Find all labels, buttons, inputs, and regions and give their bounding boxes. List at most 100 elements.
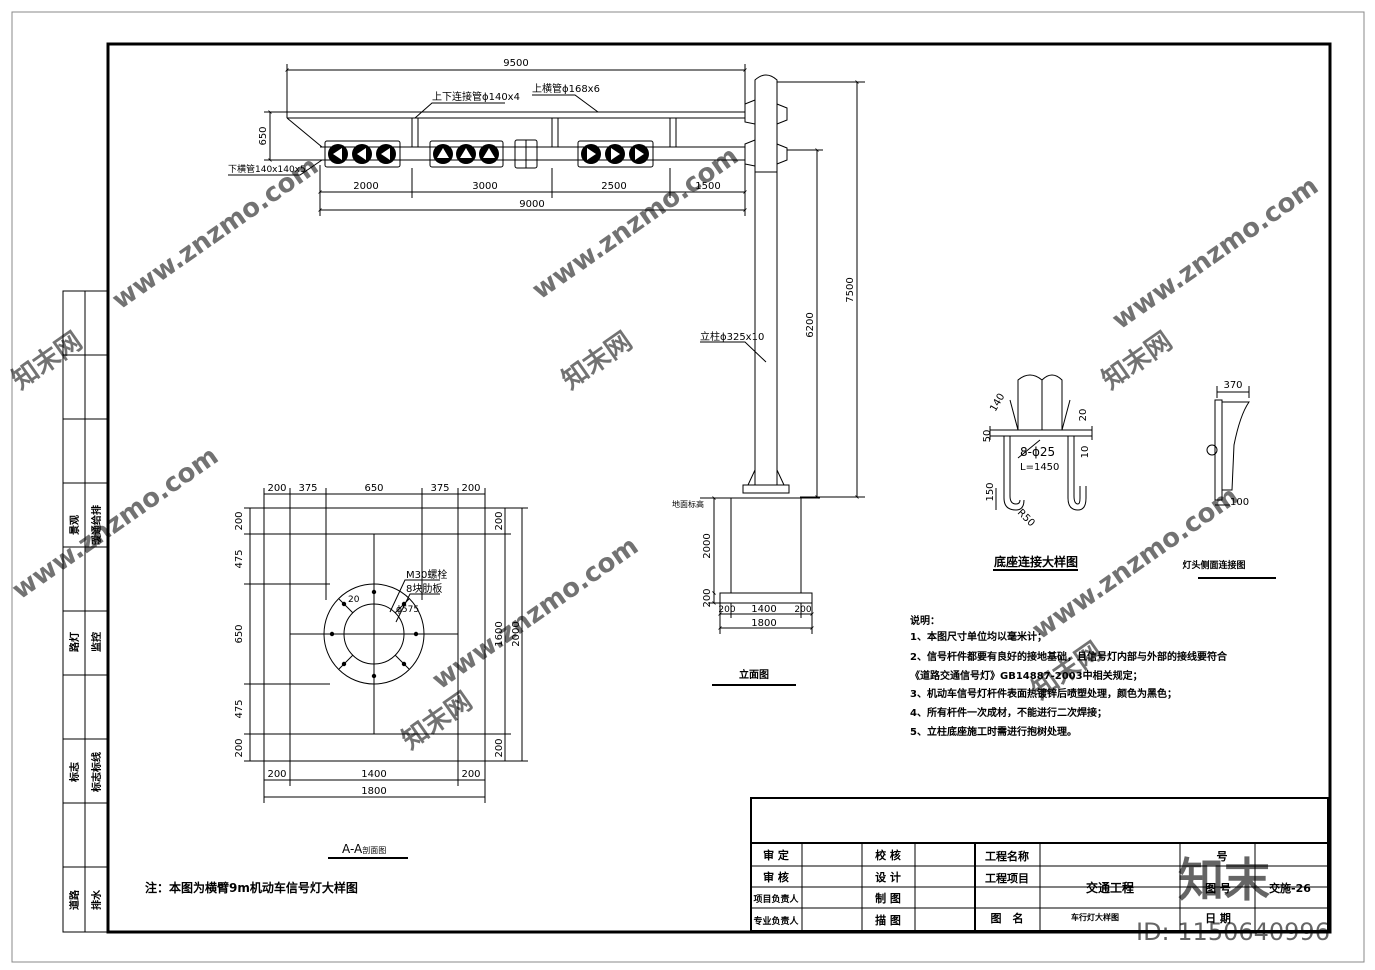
sec-top-dim-3: 650: [364, 483, 383, 494]
note-2: 2、信号杆件都要有良好的接地基础，且信号灯内部与外部的接线要符合: [910, 650, 1228, 663]
tb-project-item-value: 交通工程: [1086, 880, 1134, 895]
watermark-brand-2: 知末网: [557, 326, 638, 395]
sec-dim-20: 20: [348, 595, 360, 605]
lamp-detail: [1198, 386, 1276, 579]
strip-row1-a: 景观: [69, 515, 81, 535]
bolt-holes: [329, 589, 419, 679]
watermark-id: ID: 1150640996: [1136, 918, 1330, 946]
dim-seg-2500: 2500: [601, 181, 626, 192]
sec-left-dim-1: 200: [234, 511, 245, 530]
dim-base-seg-2: 1400: [751, 604, 776, 615]
sec-right-dim-2: 200: [494, 738, 505, 757]
tb-sheet-value: 交施-26: [1269, 881, 1311, 895]
dim-base-1800: 1800: [751, 618, 776, 629]
lamp-dim-100: 100: [1230, 497, 1249, 508]
base-detail: [989, 374, 1093, 571]
sec-bottom-dim-3: 200: [461, 769, 480, 780]
sec-left-dim-3: 650: [234, 624, 245, 643]
elevation-view: [700, 80, 865, 686]
lamp-detail-title: 灯头侧面连接图: [1182, 559, 1245, 571]
tb-date-label: 日 期: [1205, 911, 1231, 925]
tb-design: 设 计: [875, 870, 901, 884]
strip-row4-a: 道路: [68, 889, 81, 910]
base-dim-10: 10: [1080, 446, 1091, 459]
watermark-brand-1: 知末网: [7, 326, 88, 395]
tb-drawing-name-label: 图 名: [991, 911, 1024, 925]
base-dim-50: 50: [982, 430, 993, 443]
dim-base-seg-3: 200: [794, 605, 811, 615]
sec-top-dim-4: 375: [430, 483, 449, 494]
dim-9000: 9000: [519, 199, 544, 210]
tb-discipline-lead: 专业负责人: [753, 915, 799, 927]
sec-top-dim-2: 375: [298, 483, 317, 494]
left-arrow-lamps: [328, 144, 396, 164]
base-dim-150: 150: [985, 482, 996, 501]
sec-right-dim-1: 200: [494, 511, 505, 530]
section-view: [244, 488, 528, 859]
left-signature-strip: [62, 290, 109, 933]
watermark-site-3: www.znzmo.com: [1107, 171, 1324, 336]
note-3: 《道路交通信号灯》GB14887-2003中相关规定；: [910, 669, 1143, 682]
tb-trace: 描 图: [875, 913, 901, 927]
note-5: 4、所有杆件一次成材，不能进行二次焊接；: [910, 706, 1107, 719]
strip-row1-b: 暖通给排: [90, 505, 103, 545]
tb-approve: 审 定: [763, 848, 789, 862]
label-lower-pipe: 下横管140x140x5: [228, 163, 306, 175]
sec-right-2000: 2000: [511, 621, 522, 646]
base-dim-20: 20: [1078, 409, 1089, 422]
label-connector-pipe: 上下连接管ϕ140x4: [432, 90, 520, 103]
dim-base-200: 200: [702, 588, 713, 607]
dim-6200: 6200: [805, 312, 816, 337]
dim-650: 650: [258, 126, 269, 145]
dim-seg-3000: 3000: [472, 181, 497, 192]
sec-rib-label: 8块肋板: [406, 582, 442, 595]
sec-left-dim-5: 200: [234, 738, 245, 757]
watermark-site-1: www.znzmo.com: [107, 151, 324, 316]
sec-top-dim-5: 200: [461, 483, 480, 494]
note-4: 3、机动车信号灯杆件表面热镀锌后喷塑处理，颜色为黑色；: [910, 687, 1177, 700]
base-detail-title: 底座连接大样图: [994, 554, 1078, 569]
base-r50: R50: [1015, 507, 1037, 529]
sec-left-dim-4: 475: [234, 699, 245, 718]
strip-row2-b: 监控: [90, 632, 103, 652]
watermark-site-5: www.znzmo.com: [427, 531, 644, 696]
watermark-brand-4: 知末网: [397, 686, 478, 755]
footnote: 注：本图为横臂9m机动车信号灯大样图: [145, 880, 358, 895]
label-column: 立柱ϕ325x10: [700, 330, 764, 343]
label-upper-pipe: 上横管ϕ168x6: [532, 82, 600, 95]
elevation-title: 立面图: [739, 668, 769, 681]
right-arrow-lamps: [581, 144, 649, 164]
tb-code-label: 号: [1217, 850, 1228, 863]
watermark-logo: 知末: [1178, 853, 1270, 907]
base-anchor: 8-ϕ25: [1020, 445, 1055, 459]
title-block: [750, 797, 1329, 932]
strip-row2-a: 路灯: [68, 632, 81, 652]
sec-top-dim-1: 200: [267, 483, 286, 494]
outer-frame: [11, 11, 1365, 963]
notes-heading: 说明：: [910, 614, 940, 627]
dim-7500: 7500: [845, 277, 856, 302]
sec-right-1600: 1600: [494, 621, 505, 646]
tb-drawing-name-value: 车行灯大样图: [1071, 912, 1119, 922]
strip-row4-b: 排水: [90, 889, 103, 910]
base-length: L=1450: [1020, 462, 1059, 473]
dim-seg-2000: 2000: [353, 181, 378, 192]
sec-bottom-dim-1: 200: [267, 769, 286, 780]
tb-review: 审 核: [763, 870, 789, 884]
tb-draw: 制 图: [875, 891, 901, 905]
sec-left-dim-2: 475: [234, 549, 245, 568]
tb-project-item-label: 工程项目: [985, 871, 1029, 885]
watermark-brand-3: 知末网: [1097, 326, 1178, 395]
dim-base-seg-1: 200: [718, 605, 735, 615]
section-title: A-A剖面图: [342, 842, 386, 856]
dim-foundation-2000: 2000: [702, 533, 713, 558]
watermark-site-4: www.znzmo.com: [7, 441, 224, 606]
sec-dim-575: ϕ575: [396, 605, 419, 615]
label-ground: 地面标高: [672, 499, 704, 509]
arm-view: [228, 64, 788, 216]
tb-project-lead: 项目负责人: [753, 893, 799, 905]
lamp-dim-370: 370: [1223, 380, 1242, 391]
watermarks: www.znzmo.com www.znzmo.com www.znzmo.co…: [7, 141, 1324, 756]
note-6: 5、立柱底座施工时需进行抱树处理。: [910, 725, 1077, 738]
